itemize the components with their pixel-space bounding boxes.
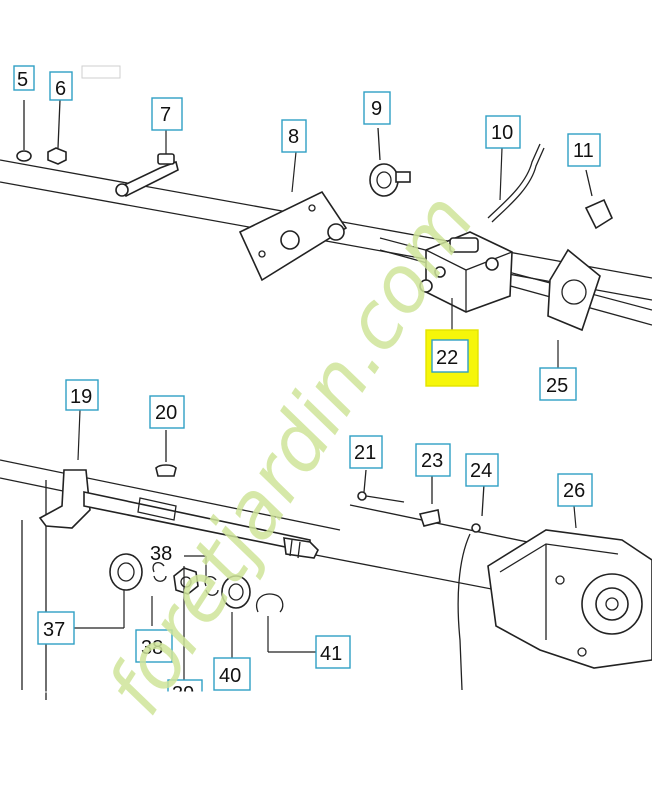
label-41[interactable]: 41 [315,635,351,669]
label-37[interactable]: 37 [37,611,75,645]
label-41-text: 41 [320,643,342,665]
part-38-circlip[interactable] [152,561,167,582]
part-26-gearbox[interactable] [487,529,652,669]
leader-lines [74,130,577,680]
label-38-upper-text: 38 [150,543,172,565]
part-10-tube[interactable] [487,143,545,223]
label-38-upper[interactable]: 38 [150,543,172,565]
label-40-text: 40 [219,665,241,687]
label-8[interactable]: 8 [281,119,307,153]
part-9-gear[interactable] [369,127,411,197]
label-25[interactable]: 25 [539,367,577,401]
label-25-text: 25 [546,375,568,397]
label-6-text: 6 [55,78,66,100]
part-25-gasket[interactable] [547,248,601,332]
part-6-nut[interactable] [47,99,67,165]
part-24-cable[interactable] [457,483,485,691]
part-40-bearing[interactable] [221,575,251,609]
label-7[interactable]: 7 [151,97,183,131]
label-5[interactable]: 5 [13,65,35,91]
label-9-text: 9 [371,98,382,120]
shaft-coupling[interactable] [283,537,319,559]
part-23-clip[interactable] [418,476,441,527]
label-20-text: 20 [155,402,177,424]
label-11-text: 11 [573,140,594,162]
label-38-lower-text: 38 [141,637,163,659]
part-21-pin[interactable] [357,469,405,503]
part-41-snap-ring[interactable] [255,593,284,613]
label-24[interactable]: 24 [465,453,499,487]
label-11[interactable]: 11 [567,133,601,167]
label-23[interactable]: 23 [415,443,451,477]
part-5-screw[interactable] [16,100,32,162]
label-8-text: 8 [288,126,299,148]
label-19[interactable]: 19 [65,379,99,411]
label-6[interactable]: 6 [49,71,73,101]
label-22-text: 22 [436,347,458,369]
part-7-lever[interactable] [115,153,179,197]
part-11-bolt[interactable] [584,169,614,230]
label-24-text: 24 [470,460,492,482]
label-9[interactable]: 9 [363,91,391,125]
part-19-fork[interactable] [38,469,311,553]
label-37-text: 37 [43,619,65,641]
part-22-block[interactable] [419,231,513,313]
label-21[interactable]: 21 [349,435,383,469]
label-40[interactable]: 40 [213,657,251,691]
label-26-text: 26 [563,480,585,502]
label-21-text: 21 [354,442,376,464]
label-5-text: 5 [17,69,28,91]
label-38-lower[interactable]: 38 [135,629,173,663]
part-37-bearing[interactable] [109,553,143,591]
label-box-cropped [81,65,121,79]
crop-mask [160,692,210,712]
label-19-text: 19 [70,386,92,408]
label-23-text: 23 [421,450,443,472]
label-26[interactable]: 26 [557,473,593,507]
part-38b-circlip[interactable] [204,575,219,596]
label-22-highlighted[interactable]: 22 [425,329,479,387]
label-7-text: 7 [160,104,171,126]
label-10-text: 10 [491,122,513,144]
label-10[interactable]: 10 [485,115,521,149]
part-8-plate[interactable] [238,190,348,282]
label-20[interactable]: 20 [149,395,185,429]
part-20-key[interactable] [155,430,177,477]
